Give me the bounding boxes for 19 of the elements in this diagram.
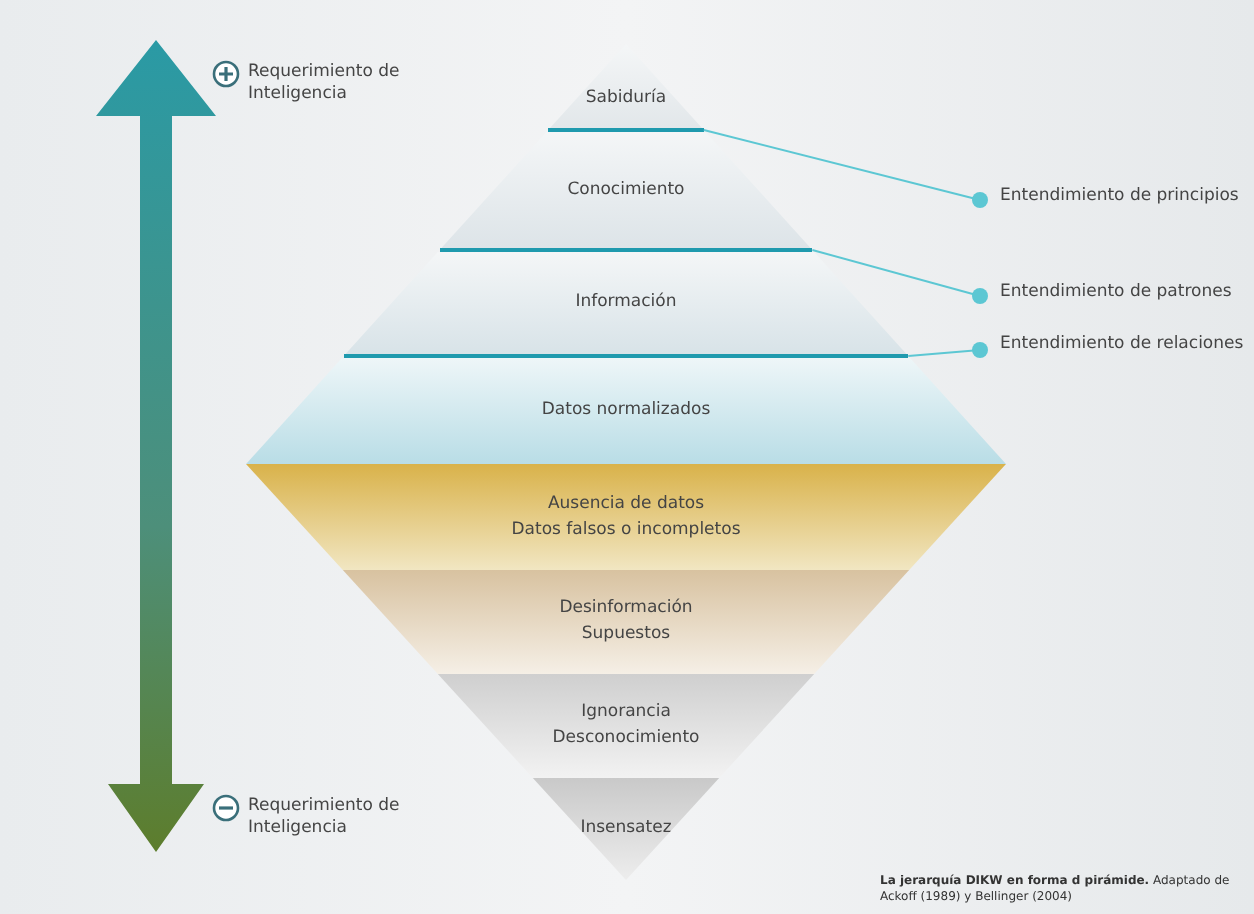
band-label: Desconocimiento xyxy=(552,726,700,752)
leader-line xyxy=(907,342,988,358)
band-label: Datos falsos o incompletos xyxy=(511,517,741,543)
band-label: Supuestos xyxy=(581,622,671,648)
axis-label: Requerimiento de Inteligencia xyxy=(248,796,402,840)
band-label: Insensatez xyxy=(580,816,672,842)
band-label: Conocimiento xyxy=(567,177,685,203)
annotation-text: Entendimiento de principios xyxy=(1000,184,1250,208)
band-label: Ignorancia xyxy=(581,700,671,726)
band-label: Sabiduría xyxy=(585,85,667,111)
band-label: Datos normalizados xyxy=(541,398,711,424)
band-label: Desinformación xyxy=(559,596,693,622)
band-label: Ausencia de datos xyxy=(547,491,705,517)
leader-line xyxy=(811,249,988,304)
annotation-text: Entendimiento de patrones xyxy=(1000,280,1250,304)
band-label: Información xyxy=(575,290,677,316)
leader-line xyxy=(702,129,988,208)
axis-label: Requerimiento de Inteligencia xyxy=(248,62,402,106)
annotation-text: Entendimiento de relaciones xyxy=(1000,332,1250,356)
